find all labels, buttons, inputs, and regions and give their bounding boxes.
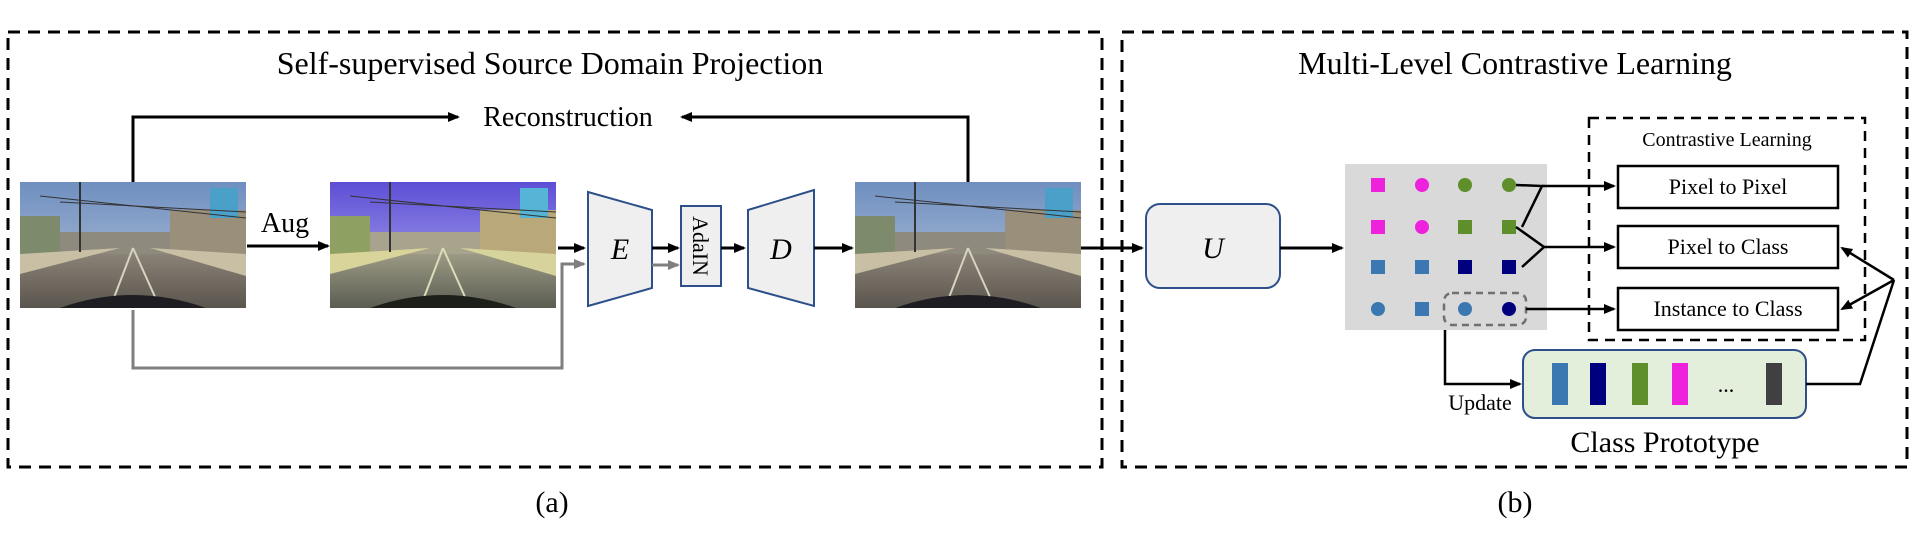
feature-pixel xyxy=(1371,178,1385,192)
panel-b-title: Multi-Level Contrastive Learning xyxy=(1298,45,1732,81)
augmented-road-image xyxy=(330,182,557,309)
feature-pixel xyxy=(1458,260,1472,274)
decoder-block xyxy=(747,188,815,308)
network-u-label: U xyxy=(1202,232,1226,265)
style-skip-path xyxy=(131,259,586,370)
contrastive-learning-frame xyxy=(1587,116,1867,342)
prototype-bar xyxy=(1590,363,1606,405)
feature-pixel xyxy=(1415,302,1429,316)
reconstructed-road-image xyxy=(854,181,1082,309)
reconstruction-arrow-left xyxy=(131,112,460,182)
encoder-block xyxy=(587,190,653,308)
prototype-bar xyxy=(1672,363,1688,405)
prototype-ellipsis: ... xyxy=(1718,372,1735,397)
source-road-image xyxy=(19,181,247,309)
update-arrow xyxy=(1443,330,1522,389)
reconstruction-arrow-right xyxy=(680,112,970,182)
panel-a-title: Self-supervised Source Domain Projection xyxy=(277,45,824,81)
pixel-to-pixel-label: Pixel to Pixel xyxy=(1669,174,1788,199)
feature-pixel xyxy=(1415,220,1429,234)
adain-label: AdaIN xyxy=(688,216,713,276)
feature-pixel xyxy=(1371,220,1385,234)
network-u-block xyxy=(1145,203,1281,289)
instance-to-class-label: Instance to Class xyxy=(1653,296,1802,321)
prototype-link xyxy=(1806,279,1896,386)
feature-pixel xyxy=(1502,302,1516,316)
pixel-to-class-box xyxy=(1616,224,1840,270)
contrastive-learning-title: Contrastive Learning xyxy=(1642,129,1811,151)
feature-pixel xyxy=(1458,220,1472,234)
adain-block xyxy=(680,205,722,287)
caption-b: (b) xyxy=(1498,486,1533,519)
prototype-to-instance-class-arrow xyxy=(1840,278,1895,311)
pixel-to-class-label: Pixel to Class xyxy=(1667,234,1788,259)
caption-a: (a) xyxy=(535,486,568,519)
feature-pixel xyxy=(1502,260,1516,274)
prototype-to-pixel-class-arrow xyxy=(1840,246,1895,282)
reconstruction-label: Reconstruction xyxy=(483,102,653,133)
feature-pixel xyxy=(1502,178,1516,192)
prototype-bar xyxy=(1552,363,1568,405)
decoder-label: D xyxy=(769,233,792,266)
feature-pixel xyxy=(1502,220,1516,234)
feature-pixel xyxy=(1371,260,1385,274)
instance-to-class-box xyxy=(1616,286,1840,332)
feature-pixel xyxy=(1458,178,1472,192)
update-label: Update xyxy=(1448,390,1512,415)
feature-pixel xyxy=(1458,302,1472,316)
prototype-bar xyxy=(1766,363,1782,405)
encoder-label: E xyxy=(610,233,629,266)
pixel-to-pixel-box xyxy=(1616,164,1840,210)
feature-pixel xyxy=(1371,302,1385,316)
feature-pixel xyxy=(1415,178,1429,192)
prototype-bar xyxy=(1632,363,1648,405)
aug-label: Aug xyxy=(261,208,309,239)
feature-pixel xyxy=(1415,260,1429,274)
class-prototype-label: Class Prototype xyxy=(1570,426,1759,459)
